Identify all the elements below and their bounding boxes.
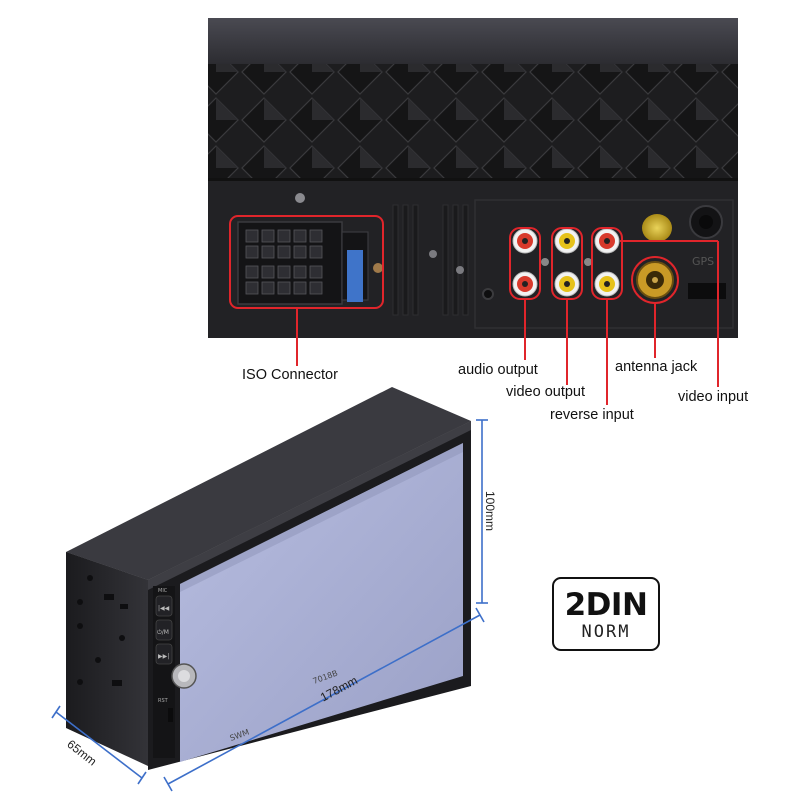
- rst-label: RST: [158, 698, 169, 704]
- height-dimension-label: 100mm: [483, 490, 498, 532]
- callout-lines: [296, 227, 719, 405]
- device-rear-panel: GPS: [208, 18, 738, 338]
- badge-main-text: 2DIN: [564, 587, 648, 623]
- control-buttons: MIC RST |◀◀ ⏻/M ▶▶|: [153, 586, 197, 758]
- audio-output-label: audio output: [458, 362, 538, 378]
- reverse-input-label: reverse input: [550, 407, 634, 423]
- pass-sticker: [642, 214, 672, 242]
- dimension-lines: [51, 419, 488, 792]
- rca-jack-row: [512, 228, 620, 297]
- 2din-badge: 2DIN NORM: [552, 577, 660, 651]
- badge-sub-text: NORM: [581, 622, 631, 642]
- iso-connector-callout-box: [229, 215, 384, 309]
- iso-connector-label: ISO Connector: [242, 367, 338, 383]
- next-label: ▶▶|: [158, 653, 169, 660]
- device-front-view: MIC RST |◀◀ ⏻/M ▶▶| 7018B SWM: [66, 387, 471, 770]
- touch-screen: [180, 443, 463, 762]
- video-output-label: video output: [506, 384, 586, 400]
- vent-slots: [392, 204, 469, 316]
- video-input-label: video input: [678, 389, 749, 405]
- iso-connector-port: [237, 221, 383, 305]
- antenna-jack-label: antenna jack: [615, 359, 698, 375]
- power-mode-label: ⏻/M: [157, 629, 169, 636]
- prev-label: |◀◀: [158, 605, 170, 612]
- mic-label: MIC: [158, 588, 168, 594]
- gps-label: GPS: [692, 255, 714, 268]
